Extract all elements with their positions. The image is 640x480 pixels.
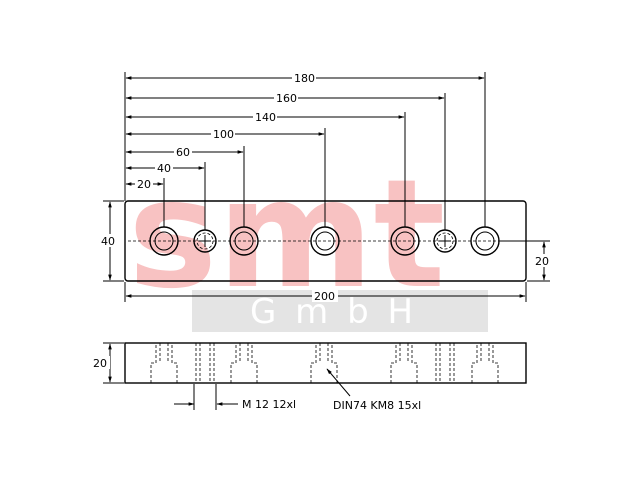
- side-view: 20 M 12 12xl DIN74 KM8 15xl: [92, 342, 527, 412]
- dim-height-40: 40: [101, 235, 115, 248]
- dim-40: 40: [157, 162, 171, 175]
- dim-side-20: 20: [93, 357, 107, 370]
- dim-offset-20: 20: [535, 255, 549, 268]
- extension-lines: [124, 72, 486, 230]
- dim-60: 60: [176, 146, 190, 159]
- dim-100: 100: [213, 128, 234, 141]
- thread-callout: M 12 12xl: [242, 398, 296, 411]
- dim-20: 20: [137, 178, 151, 191]
- top-view: 180 160 140 100 60 40 20 40 20 200: [99, 71, 551, 303]
- dim-140: 140: [255, 111, 276, 124]
- side-outline: [124, 342, 527, 384]
- bolt-callout: DIN74 KM8 15xl: [333, 399, 421, 412]
- dim-width-200: 200: [314, 290, 335, 303]
- dim-180: 180: [294, 72, 315, 85]
- dim-160: 160: [276, 92, 297, 105]
